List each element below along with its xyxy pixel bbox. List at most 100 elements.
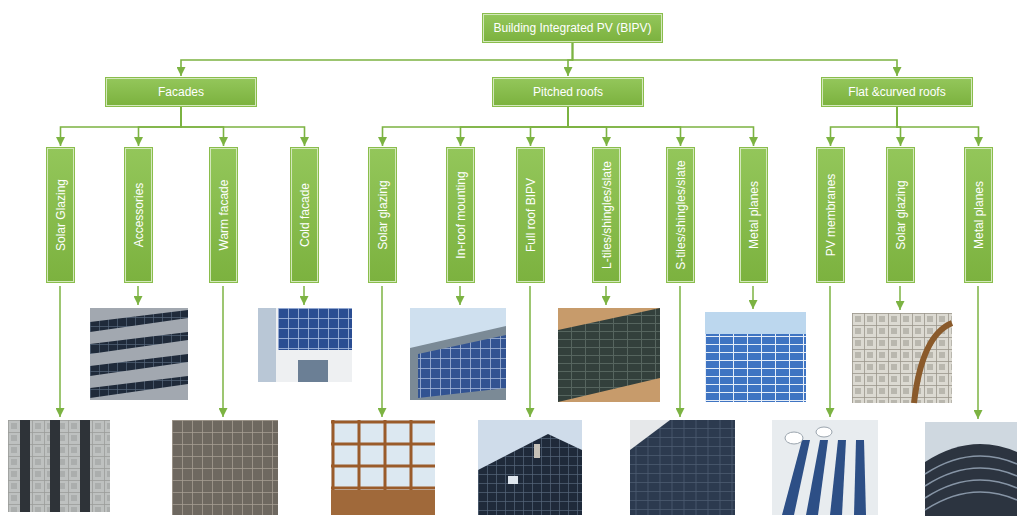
photo-full-roof-part — [508, 476, 518, 484]
node-label: Metal planes — [746, 181, 760, 249]
photo-metal-planes-flat-part — [925, 444, 1017, 516]
photo-metal-planes-pitched — [705, 312, 806, 402]
photo-accessories-part — [90, 310, 188, 332]
photo-pv-membranes-part — [785, 432, 803, 444]
node-label: Facades — [158, 85, 204, 99]
leader-lines-part — [529, 286, 531, 417]
type-box: Full roof BIPV — [517, 148, 544, 282]
photo-cold-facade-part — [278, 308, 352, 350]
leader-lines-part — [459, 286, 461, 305]
leader-lines-part — [605, 286, 607, 305]
photo-pv-membranes-part — [782, 440, 810, 515]
photo-full-roof-part — [534, 444, 540, 458]
photo-cold-facade-part — [258, 308, 352, 382]
photo-pv-membranes-part — [816, 427, 832, 437]
photo-metal-planes-pitched-part — [705, 312, 806, 402]
photo-cold-facade — [258, 308, 352, 382]
photo-s-tiles — [630, 420, 735, 515]
photo-accessories — [90, 308, 188, 400]
node-label: Solar glazing — [375, 180, 389, 249]
node-label: Pitched roofs — [533, 85, 603, 99]
photo-pv-membranes-part — [772, 420, 878, 515]
tree-connector — [573, 43, 898, 76]
photo-solar-glazing-facade-part — [8, 420, 110, 512]
tree-connector — [181, 107, 305, 146]
photo-full-roof — [478, 420, 582, 515]
tree-connector — [181, 43, 573, 76]
tree-connector — [139, 107, 182, 146]
tree-connector — [897, 107, 979, 146]
photo-cold-facade-part — [298, 360, 328, 382]
photo-pv-membranes — [772, 420, 878, 515]
leader-lines-part — [899, 286, 901, 310]
type-box: L-tiles/shingles/slate — [593, 148, 620, 282]
photo-solar-glazing-pitched — [331, 420, 435, 515]
leader-lines — [60, 286, 978, 419]
photo-metal-planes-flat-part — [925, 422, 1017, 516]
type-box: Accessories — [125, 148, 152, 282]
photo-warm-facade — [172, 420, 278, 515]
photo-accessories-part — [90, 308, 188, 400]
photo-in-roof-mounting-part — [410, 326, 506, 400]
node-label: Metal planes — [971, 181, 985, 249]
photo-cold-facade-part — [258, 308, 276, 382]
photo-l-tiles-part — [558, 308, 660, 402]
photo-full-roof-part — [478, 420, 582, 515]
photo-accessories-part — [90, 376, 188, 398]
photo-solar-glazing-flat-part — [852, 313, 952, 403]
photo-in-roof-mounting-part — [410, 308, 506, 400]
category-box: Pitched roofs — [493, 78, 643, 106]
node-label: Flat &curved roofs — [848, 85, 945, 99]
photo-metal-planes-flat-part — [925, 456, 1017, 510]
photo-s-tiles-part — [630, 420, 670, 450]
node-label: L-tiles/shingles/slate — [599, 161, 613, 269]
type-box: Warm facade — [210, 148, 237, 282]
photo-accessories-part — [90, 308, 188, 400]
tree-connector — [831, 107, 898, 146]
leader-lines-part — [303, 286, 305, 305]
type-box: Cold facade — [291, 148, 318, 282]
type-box: Solar glazing — [887, 148, 914, 282]
photo-pv-membranes-part — [830, 440, 846, 515]
photo-solar-glazing-facade-part — [50, 420, 60, 512]
photo-l-tiles — [558, 308, 660, 402]
type-box: S-tiles/shingles/slate — [667, 148, 694, 282]
type-box: In-roof mounting — [447, 148, 474, 282]
photo-solar-glazing-flat-part — [914, 323, 952, 403]
photo-full-roof-part — [478, 434, 582, 515]
type-box: Solar glazing — [369, 148, 396, 282]
type-box: Metal planes — [740, 148, 767, 282]
type-box: Solar Glazing — [47, 148, 74, 282]
leader-lines-part — [381, 286, 383, 417]
node-label: Accessories — [131, 183, 145, 248]
photo-accessories-part — [90, 354, 188, 376]
type-box: Metal planes — [965, 148, 992, 282]
leader-lines-part — [137, 286, 139, 305]
node-label: Solar Glazing — [53, 179, 67, 251]
type-box: PV membranes — [817, 148, 844, 282]
tree-connector — [461, 107, 569, 146]
photo-pv-membranes-part — [806, 440, 828, 515]
photo-pv-membranes-part — [854, 440, 866, 515]
photo-solar-glazing-pitched-part — [331, 420, 435, 515]
tree-connector — [531, 107, 569, 146]
category-box: Facades — [106, 78, 256, 106]
tree-connector — [568, 107, 754, 146]
node-label: In-roof mounting — [453, 171, 467, 258]
leader-lines-part — [222, 286, 224, 417]
photo-in-roof-mounting — [410, 308, 506, 400]
node-label: Warm facade — [216, 180, 230, 251]
leader-lines-part — [829, 286, 831, 417]
node-label: Full roof BIPV — [523, 178, 537, 252]
node-label: Solar glazing — [893, 180, 907, 249]
photo-solar-glazing-facade-part — [80, 420, 90, 512]
photo-in-roof-mounting-part — [418, 335, 506, 398]
leader-lines-part — [977, 286, 979, 419]
tree-connector — [61, 107, 182, 146]
photo-l-tiles-part — [558, 308, 660, 402]
photo-solar-glazing-facade-part — [20, 420, 30, 512]
root-box: Building Integrated PV (BIPV) — [483, 14, 662, 42]
leader-lines-part — [679, 286, 681, 417]
photo-solar-glazing-flat — [852, 313, 952, 403]
